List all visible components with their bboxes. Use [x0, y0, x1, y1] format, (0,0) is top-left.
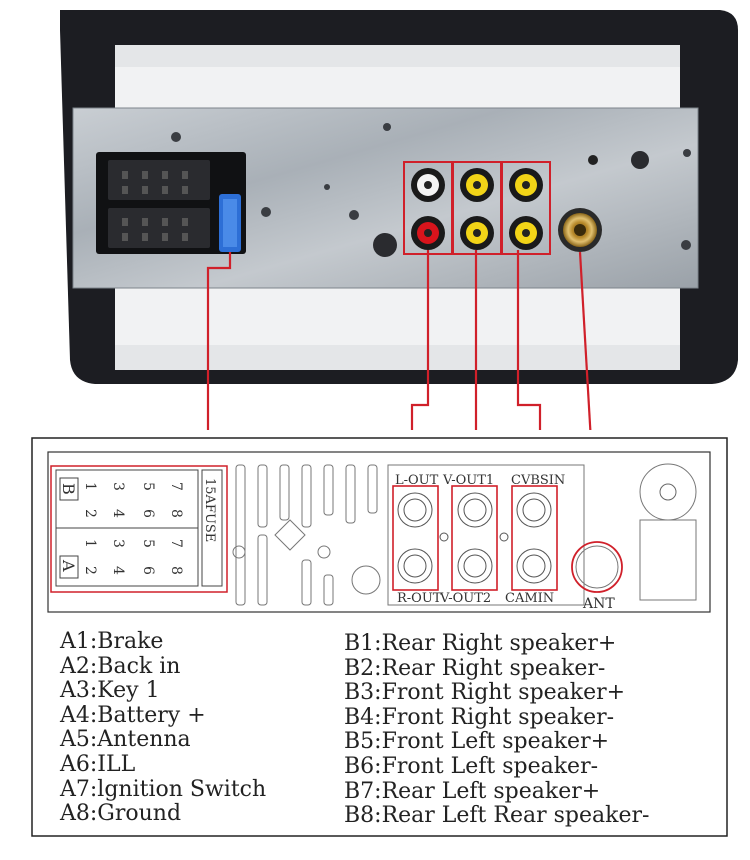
cvbs-box: [511, 485, 558, 591]
row-a-label: A: [59, 559, 78, 572]
pin-b1: 1: [82, 482, 98, 491]
legend-a2: A2:Back in: [60, 653, 181, 679]
pin-b2: 2: [82, 509, 98, 518]
legend-a4: A4:Battery +: [60, 702, 206, 728]
legend-a6: A6:ILL: [60, 751, 136, 777]
v-out-box: [451, 485, 498, 591]
l-out-box: [392, 485, 439, 591]
pin-b5: 5: [140, 482, 156, 491]
row-b-label: B: [59, 483, 78, 495]
pin-a7: 7: [168, 539, 184, 548]
head-unit-rear-photo: [60, 10, 738, 430]
fuse-label: 15AFUSE: [202, 478, 217, 542]
legend-a: A1:Brake A2:Back in A3:Key 1 A4:Battery …: [60, 629, 267, 827]
legend-b1: B1:Rear Right speaker+: [344, 631, 617, 656]
pin-b6: 6: [140, 509, 156, 518]
schematic-panel: [47, 451, 711, 613]
pin-b7: 7: [168, 482, 184, 491]
connector-outline: [50, 465, 228, 593]
pin-b3: 3: [110, 482, 126, 491]
pin-a6: 6: [140, 566, 156, 575]
legend-b8: B8:Rear Left Rear speaker-: [344, 803, 650, 829]
v-out2-label: V-OUT2: [439, 591, 491, 606]
pin-a2: 2: [82, 566, 98, 575]
pin-a8: 8: [168, 566, 184, 575]
v-out1-label: V-OUT1: [442, 473, 494, 488]
antenna-circle: [571, 541, 623, 593]
pin-a4: 4: [110, 566, 126, 575]
pin-b8: 8: [168, 509, 184, 518]
legend-b6: B6:Front Left speaker-: [344, 753, 599, 779]
l-out-label: L-OUT: [395, 473, 439, 488]
cvbs-in-label: CVBSIN: [511, 473, 565, 488]
legend-a3: A3:Key 1: [60, 678, 160, 704]
legend-a1: A1:Brake: [60, 629, 164, 654]
legend-a8: A8:Ground: [60, 801, 182, 827]
pin-a3: 3: [110, 539, 126, 548]
pin-a5: 5: [140, 539, 156, 548]
legend-b: B1:Rear Right speaker+ B2:Rear Right spe…: [344, 631, 650, 829]
legend-b7: B7:Rear Left speaker+: [344, 778, 601, 804]
pin-a1: 1: [82, 539, 98, 548]
grille: [232, 464, 381, 606]
rca-jacks: [411, 168, 543, 250]
legend-a7: A7:lgnition Switch: [60, 776, 267, 802]
legend-b4: B4:Front Right speaker-: [344, 704, 615, 730]
ant-label: ANT: [582, 596, 615, 612]
pin-b4: 4: [110, 509, 126, 518]
cam-in-label: CAMIN: [505, 591, 554, 606]
legend-a5: A5:Antenna: [60, 727, 191, 753]
legend-b3: B3:Front Right speaker+: [344, 680, 626, 706]
legend-b2: B2:Rear Right speaker-: [344, 655, 606, 681]
r-out-label: R-OUT: [397, 591, 442, 606]
legend-b5: B5:Front Left speaker+: [344, 729, 610, 755]
